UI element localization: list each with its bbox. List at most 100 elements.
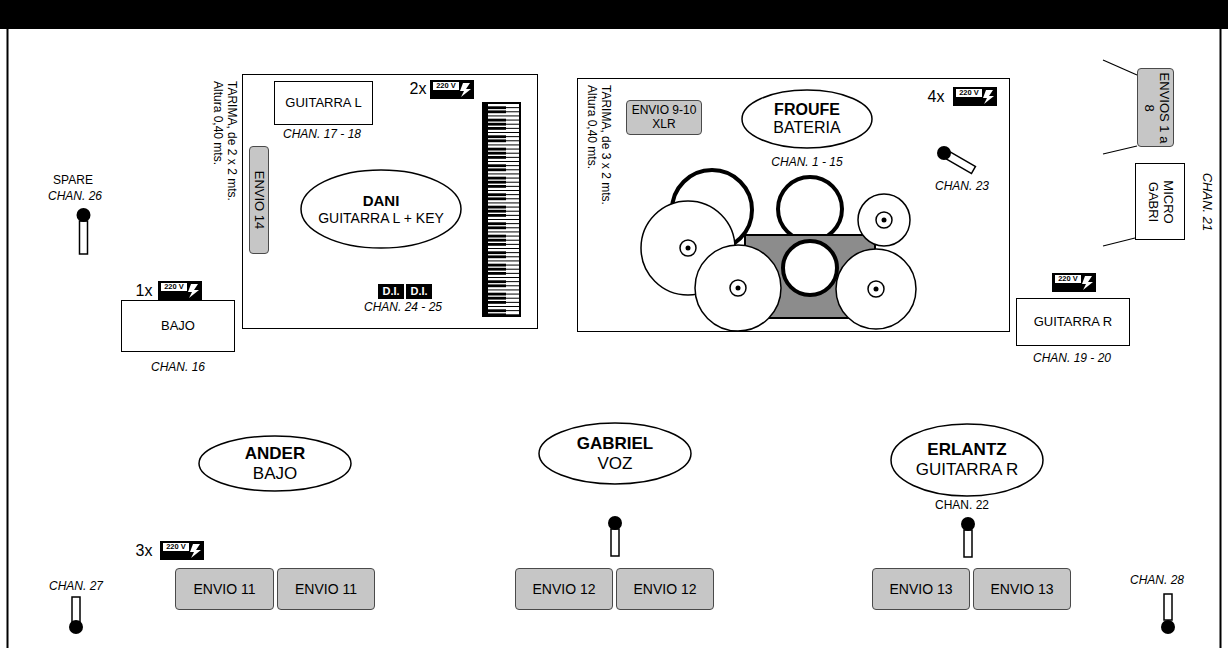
label-holder: 4x: [928, 88, 945, 106]
power-label: 220 V: [436, 82, 456, 90]
monitor-send-box: ENVIO 13: [872, 568, 970, 610]
power-label: 220 V: [164, 283, 184, 291]
frame-line: [7, 29, 9, 648]
label-holder: 220 V: [436, 82, 456, 90]
cymbal: [836, 249, 916, 329]
heading-holder: TARIMA, de 3 x 2 mts. Altura 0,40 mts.: [584, 85, 613, 235]
node-text: MICRO GABRI: [1145, 166, 1175, 237]
mic-stand-icon: [937, 146, 975, 173]
quantity-label: 1x: [136, 282, 153, 300]
text-holder: ENVIO 11: [176, 569, 273, 609]
di-box: D.I.: [406, 284, 432, 299]
label-holder: CHAN. 27: [49, 580, 103, 593]
node-text: ENVIO 11: [295, 581, 357, 597]
amp-box: GUITARRA L: [274, 81, 373, 125]
cable-line: [1103, 238, 1135, 246]
node-text: ENVIO 14: [252, 171, 267, 230]
rotated-text-holder: ENVIOS 1 a 8: [1141, 71, 1171, 144]
node-subtext: BAJO: [253, 464, 297, 484]
text-holder: ENVIO 13: [873, 569, 969, 609]
channel-label: CHAN. 1 - 15: [771, 156, 842, 169]
mic-stand-icon: [77, 208, 91, 254]
label-holder: 220 V: [959, 89, 979, 97]
riser-heading: TARIMA, de 2 x 2 mts. Altura 0,40 mts.: [210, 81, 239, 231]
power-icon: [160, 541, 204, 560]
power-label: 220 V: [166, 543, 186, 551]
stage-riser: TARIMA, de 3 x 2 mts. Altura 0,40 mts. EN…: [577, 78, 1010, 332]
label-holder: CHAN. 16: [151, 361, 205, 374]
ellipse-shape: [539, 423, 691, 484]
node-text: ENVIO 13: [990, 581, 1053, 597]
label-holder: CHAN. 1 - 15: [771, 156, 842, 169]
node-text: GUITARRA L: [285, 96, 361, 111]
musician-ellipse: ERLANTZGUITARRA R: [890, 423, 1044, 497]
mic-box: MICRO GABRI: [1135, 163, 1185, 240]
channel-label: CHAN. 22: [935, 499, 989, 512]
channel-label: CHAN. 27: [49, 580, 103, 593]
node-text: ENVIOS 1 a 8: [1141, 71, 1171, 144]
label-holder: 220 V: [166, 543, 186, 551]
node-text: D.I.: [410, 285, 427, 298]
frame-line: [1220, 29, 1222, 648]
stage-riser: TARIMA, de 2 x 2 mts. Altura 0,40 mts.GU…: [242, 74, 538, 329]
keyboard-edge: [483, 103, 488, 316]
label-holder: 3x: [136, 542, 153, 560]
mic-stand-icon: [961, 517, 975, 557]
label-holder: SPARE: [53, 174, 93, 187]
text-holder: ERLANTZGUITARRA R: [890, 423, 1044, 497]
mic-stand-icon: [1161, 594, 1175, 634]
riser-heading: TARIMA, de 3 x 2 mts. Altura 0,40 mts.: [584, 85, 613, 235]
node-text: GABRIEL: [577, 434, 654, 454]
node-subtext: GUITARRA L + KEY: [318, 210, 444, 226]
power-icon: [1052, 273, 1096, 292]
channel-label: CHAN. 19 - 20: [1033, 352, 1111, 365]
node-text: ENVIO 12: [633, 581, 696, 597]
rotated-text-holder: MICRO GABRI: [1145, 166, 1175, 237]
cable-line: [1103, 60, 1137, 75]
quantity-label: 2x: [410, 80, 427, 98]
ellipse-shape: [891, 424, 1043, 496]
power-icon: [953, 87, 997, 106]
mic-stand-icon: [608, 516, 622, 556]
channel-label: CHAN. 21: [1200, 173, 1214, 232]
label-holder: 220 V: [1058, 275, 1078, 283]
node-text: DANI: [363, 192, 400, 209]
text-holder: GABRIELVOZ: [538, 422, 692, 485]
node-text: ENVIO 13: [889, 581, 952, 597]
musician-ellipse: DANIGUITARRA L + KEY: [300, 169, 462, 249]
node-text: ENVIO 9-10 XLR: [630, 104, 698, 132]
monitor-send-box: ENVIO 13: [973, 568, 1071, 610]
channel-label: CHAN. 16: [151, 361, 205, 374]
node-text: ENVIO 11: [194, 581, 256, 597]
node-subtext: BATERIA: [773, 119, 840, 137]
channel-label: CHAN. 24 - 25: [364, 301, 442, 314]
monitor-send-box: ENVIO 11: [175, 568, 274, 610]
node-text: ERLANTZ: [927, 440, 1006, 460]
cymbal: [858, 194, 910, 246]
text-holder: FROUFEBATERIA: [741, 89, 873, 149]
label-holder: CHAN. 21: [1200, 173, 1214, 232]
label-holder: 220 V: [164, 283, 184, 291]
snare-drum: [783, 241, 837, 295]
monitor-send-box: ENVIO 12: [515, 568, 613, 610]
power-icon: [158, 281, 202, 300]
label-holder: CHAN. 22: [935, 499, 989, 512]
musician-ellipse: ANDERBAJO: [198, 435, 352, 492]
text-holder: ENVIO 9-10 XLR: [627, 101, 701, 134]
drum-kit-illustration: [641, 170, 916, 331]
text-holder: D.I.: [378, 284, 404, 299]
node-text: ANDER: [245, 444, 305, 464]
ellipse-shape: [301, 170, 461, 248]
label-holder: CHAN. 23: [935, 180, 989, 193]
tom-drum: [778, 177, 842, 241]
ellipse-shape: [199, 436, 351, 491]
musician-ellipse: GABRIELVOZ: [538, 422, 692, 485]
label-holder: CHAN. 26: [48, 190, 102, 203]
spare-label: SPARE: [53, 174, 93, 187]
monitor-send-box: ENVIO 11: [277, 568, 375, 610]
label-holder: CHAN. 24 - 25: [364, 301, 442, 314]
monitor-send-box: ENVIO 12: [616, 568, 714, 610]
text-holder: D.I.: [406, 284, 432, 299]
text-holder: ENVIO 13: [974, 569, 1070, 609]
power-icon: [430, 80, 474, 99]
